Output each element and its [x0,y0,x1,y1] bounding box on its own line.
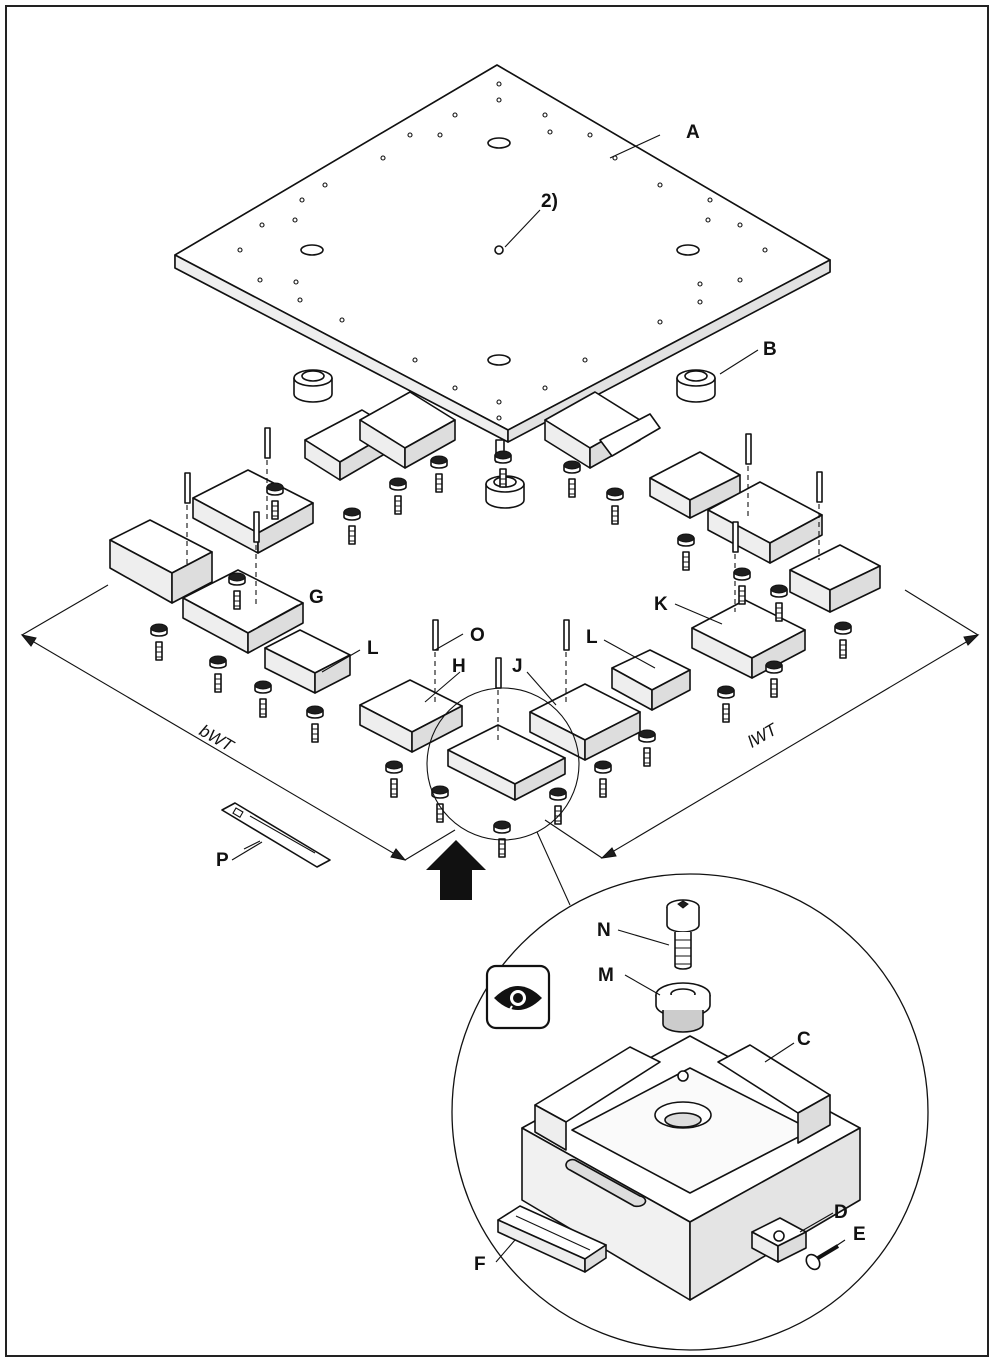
detail-small-screw [805,1244,840,1271]
screw [430,455,448,493]
screw [834,621,852,659]
label-J: J [512,656,523,677]
screw [493,820,511,858]
screw [343,507,361,545]
leader-lines [243,603,846,1263]
label-P: P [216,850,229,871]
label-K: K [654,594,668,615]
label-C: C [797,1029,811,1050]
screw [209,655,227,693]
dowel-pins [184,427,823,742]
label-D: D [834,1202,848,1223]
type-label-strip [221,802,331,868]
detail-bush [655,982,711,1033]
screw [494,450,512,488]
screw [765,660,783,698]
screws [150,450,852,858]
length-dimension-label: lWT [745,719,782,751]
label-A: A [686,122,700,143]
detail-clamp-plate [751,1217,807,1263]
support-blocks [109,391,881,801]
label-B: B [763,339,777,360]
screw [431,785,449,823]
screw [254,680,272,718]
screw [770,584,788,622]
eye-view-icon [485,964,551,1030]
detail-cover-strip [497,1205,607,1273]
plate-holes [237,81,768,421]
screw [606,487,624,525]
screw [733,567,751,605]
label-F: F [474,1254,486,1275]
screw [266,482,284,520]
work-carrier-plate [174,64,831,443]
label-L-right: L [586,627,598,648]
detail-screw [666,899,700,970]
label-H: H [452,656,466,677]
label-M: M [598,965,614,986]
screw [549,787,567,825]
screw [306,705,324,743]
width-dimension-label: bWT [196,721,238,756]
label-O: O [470,625,485,646]
screw [150,623,168,661]
screw [594,760,612,798]
screw [389,477,407,515]
screw [717,685,735,723]
part-labels: A 2) B G L O H J L K P N M C D E F [216,122,866,1275]
detail-view [426,687,929,1351]
screw [563,460,581,498]
label-E: E [853,1224,866,1245]
view-direction-arrow-icon [426,840,486,900]
label-L-left: L [367,638,379,659]
label-G: G [309,587,324,608]
screw [228,572,246,610]
label-N: N [597,920,611,941]
label-note-2: 2) [541,191,558,212]
screw [385,760,403,798]
screw [638,729,656,767]
detail-centering-block [521,1035,861,1301]
screw [677,533,695,571]
